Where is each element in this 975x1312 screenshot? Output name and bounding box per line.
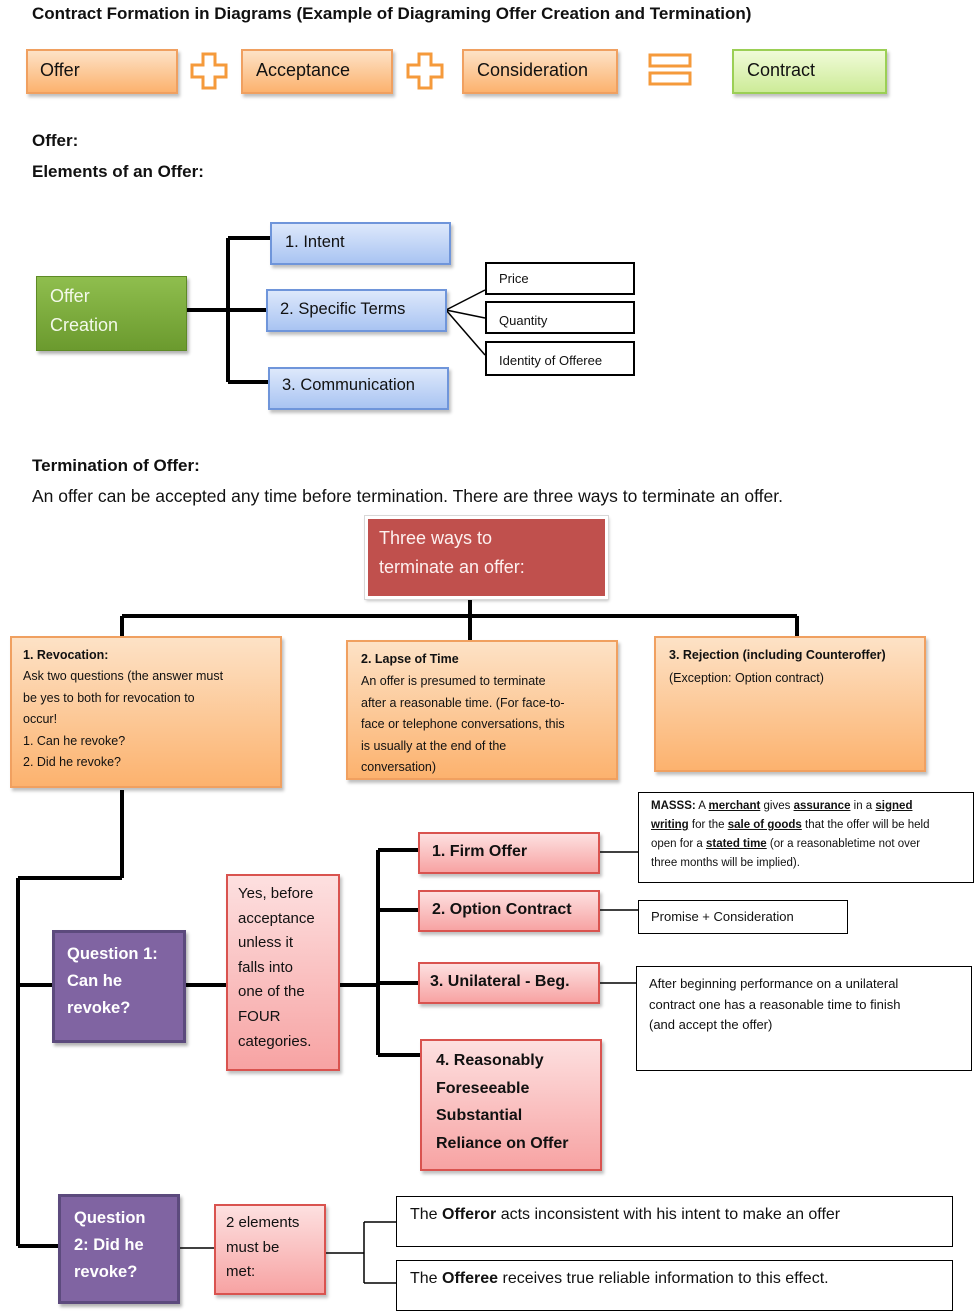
offer-creation-line1: Offer <box>50 286 90 306</box>
consideration-box: Consideration <box>462 49 618 94</box>
lapse-node: 2. Lapse of Time An offer is presumed to… <box>346 640 618 780</box>
unilateral-node: 3. Unilateral - Beg. <box>418 962 600 1004</box>
rejection-text: (Exception: Option contract) <box>669 671 824 685</box>
masss-box: MASSS: A merchant gives assurance in a s… <box>638 792 974 883</box>
elements-heading: Elements of an Offer: <box>32 162 204 181</box>
acceptance-box: Acceptance <box>241 49 393 94</box>
question1-line3: revoke? <box>67 999 131 1017</box>
quantity-label: Quantity <box>499 313 548 328</box>
plus-icon <box>190 52 228 90</box>
contract-box: Contract <box>732 49 887 94</box>
intent-node: 1. Intent <box>270 222 451 265</box>
three-ways-node: Three ways to terminate an offer: <box>364 515 609 600</box>
two-elements-node: 2 elements must be met: <box>214 1204 326 1295</box>
offeror-text: The Offeror acts inconsistent with his i… <box>410 1206 841 1223</box>
question2-node: Question 2: Did he revoke? <box>58 1194 180 1304</box>
reliance-node: 4. Reasonably Foreseeable Substantial Re… <box>420 1039 602 1171</box>
plus-icon <box>406 52 444 90</box>
three-ways-line2: terminate an offer: <box>379 557 525 577</box>
identity-box: Identity of Offeree <box>485 341 635 376</box>
identity-label: Identity of Offeree <box>499 353 603 368</box>
offeree-box: The Offeree receives true reliable infor… <box>396 1260 953 1311</box>
unilateral-label: 3. Unilateral - Beg. <box>430 973 570 990</box>
price-label: Price <box>499 271 529 286</box>
question1-line2: Can he <box>67 972 123 990</box>
revocation-text: Ask two questions (the answer must be ye… <box>23 669 224 769</box>
question1-line1: Question 1: <box>67 945 158 963</box>
contract-label: Contract <box>747 60 816 80</box>
acceptance-label: Acceptance <box>256 60 351 80</box>
lapse-title: 2. Lapse of Time <box>361 652 459 666</box>
question2-line3: revoke? <box>74 1263 138 1281</box>
masss-text: MASSS: A merchant gives assurance in a s… <box>651 800 930 869</box>
specific-terms-node: 2. Specific Terms <box>266 289 447 332</box>
specific-terms-label: 2. Specific Terms <box>280 300 406 318</box>
communication-node: 3. Communication <box>268 367 449 410</box>
question2-line2: 2: Did he <box>74 1236 144 1254</box>
offer-creation-node: Offer Creation <box>36 276 187 351</box>
offer-creation-line2: Creation <box>50 315 119 335</box>
offeree-text: The Offeree receives true reliable infor… <box>410 1270 829 1287</box>
firm-offer-label: 1. Firm Offer <box>432 843 528 860</box>
option-contract-node: 2. Option Contract <box>418 890 600 932</box>
quantity-box: Quantity <box>485 301 635 334</box>
communication-label: 3. Communication <box>282 376 415 394</box>
lapse-text: An offer is presumed to terminate after … <box>361 674 565 774</box>
rejection-title: 3. Rejection (including Counteroffer) <box>669 648 886 662</box>
equals-icon <box>648 53 692 86</box>
termination-heading: Termination of Offer: <box>32 456 200 475</box>
question1-node: Question 1: Can he revoke? <box>52 930 186 1043</box>
yes-before-acceptance-node: Yes, before acceptance unless it falls i… <box>226 874 340 1071</box>
promise-consideration-box: Promise + Consideration <box>638 900 848 934</box>
offer-label: Offer <box>40 60 80 80</box>
termination-intro: An offer can be accepted any time before… <box>32 486 783 506</box>
rejection-node: 3. Rejection (including Counteroffer) (E… <box>654 636 926 772</box>
question2-line1: Question <box>74 1209 146 1227</box>
firm-offer-node: 1. Firm Offer <box>418 832 600 874</box>
option-contract-label: 2. Option Contract <box>432 901 572 918</box>
three-ways-line1: Three ways to <box>379 528 493 548</box>
promise-consideration-label: Promise + Consideration <box>651 909 794 924</box>
revocation-title: 1. Revocation: <box>23 648 109 662</box>
offeror-box: The Offeror acts inconsistent with his i… <box>396 1196 953 1247</box>
unilateral-description-box: After beginning performance on a unilate… <box>636 966 972 1071</box>
consideration-label: Consideration <box>477 60 589 80</box>
revocation-node: 1. Revocation: Ask two questions (the an… <box>10 636 282 788</box>
offer-heading: Offer: <box>32 131 79 150</box>
price-box: Price <box>485 262 635 295</box>
intent-label: 1. Intent <box>285 233 345 251</box>
offer-box: Offer <box>26 49 178 94</box>
page-title: Contract Formation in Diagrams (Example … <box>32 4 752 23</box>
